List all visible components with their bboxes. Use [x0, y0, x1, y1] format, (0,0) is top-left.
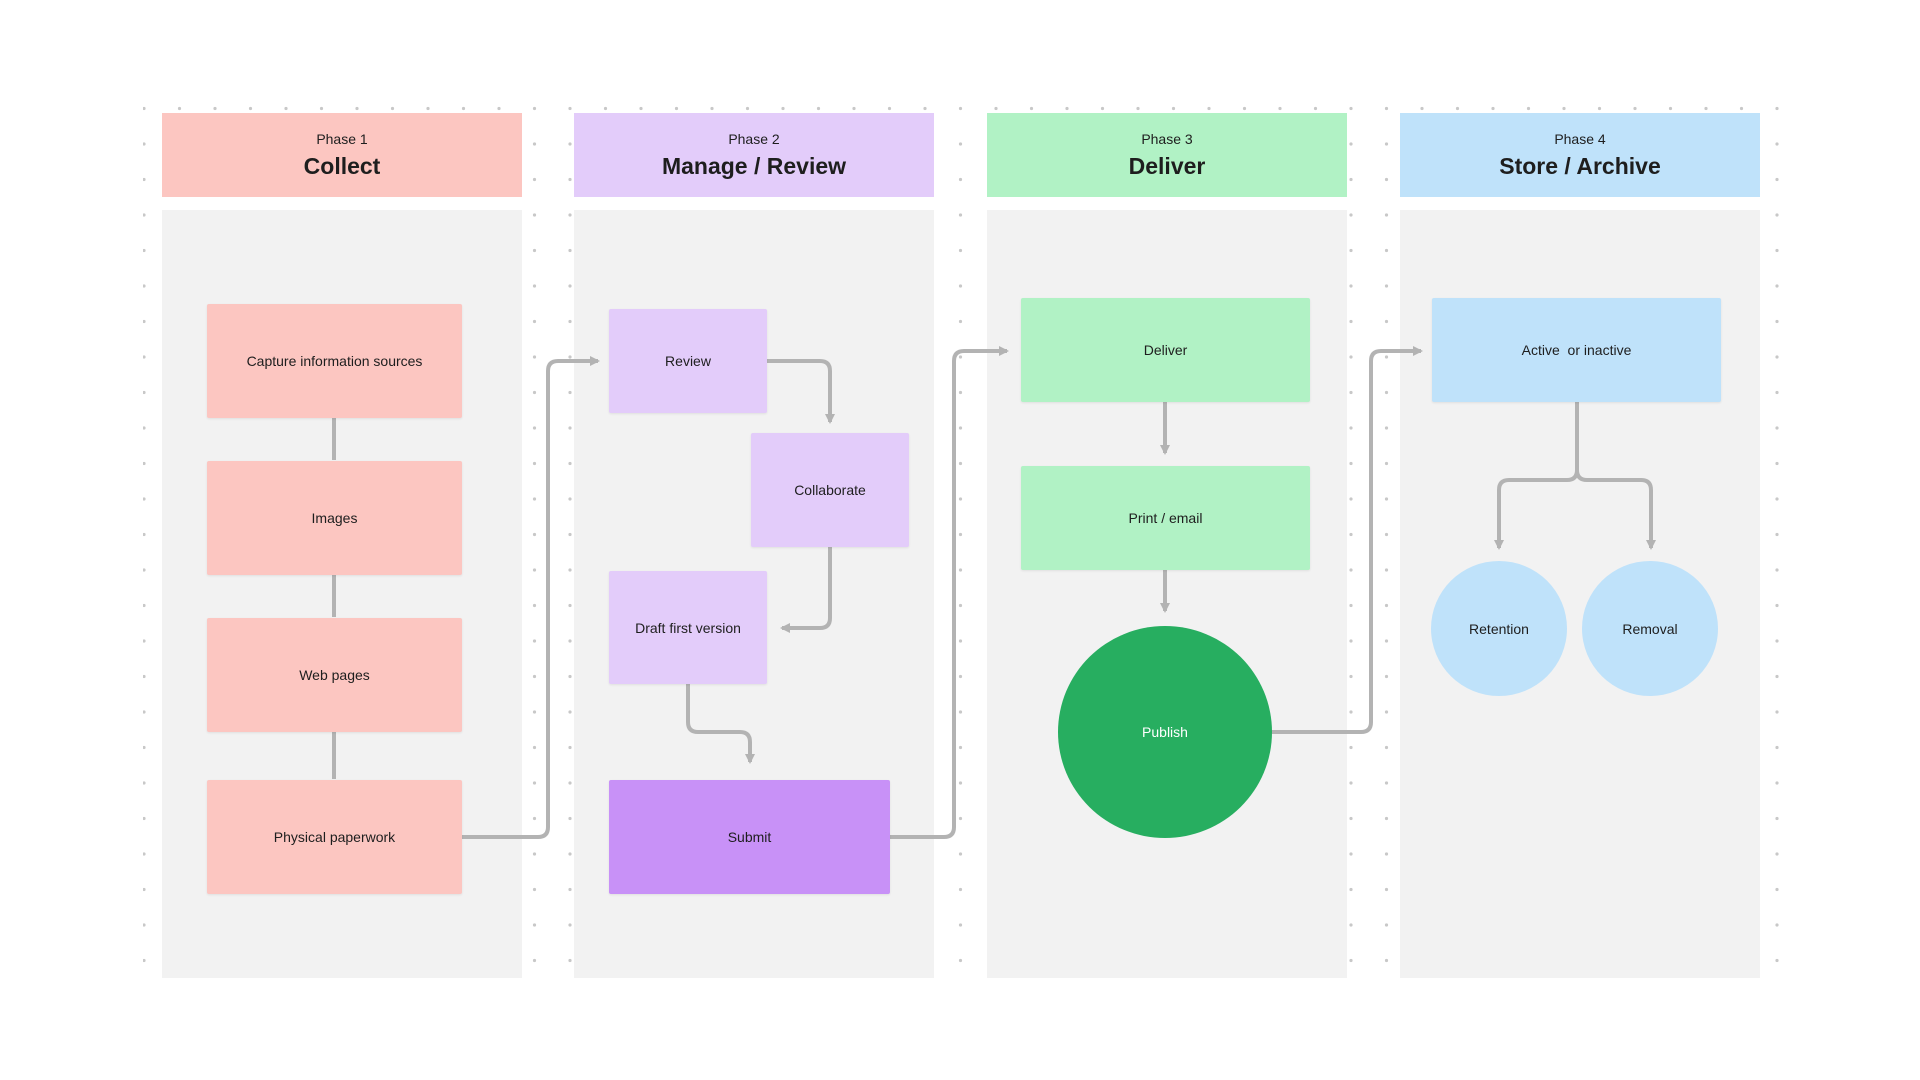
phase-4-header: Phase 4 Store / Archive: [1400, 113, 1760, 197]
phase-title: Collect: [303, 153, 381, 179]
phase-title: Store / Archive: [1499, 153, 1661, 179]
node-review[interactable]: Review: [609, 309, 767, 413]
node-active-or-inactive[interactable]: Active or inactive: [1432, 298, 1721, 402]
phase-number: Phase 1: [316, 131, 368, 147]
node-collaborate[interactable]: Collaborate: [751, 433, 909, 547]
node-removal[interactable]: Removal: [1582, 561, 1718, 696]
node-web-pages[interactable]: Web pages: [207, 618, 462, 732]
node-submit[interactable]: Submit: [609, 780, 890, 894]
node-physical-paperwork[interactable]: Physical paperwork: [207, 780, 462, 894]
node-images[interactable]: Images: [207, 461, 462, 575]
node-retention[interactable]: Retention: [1431, 561, 1567, 696]
node-publish[interactable]: Publish: [1058, 626, 1272, 838]
phase-number: Phase 2: [728, 131, 780, 147]
phase-2-header: Phase 2 Manage / Review: [574, 113, 934, 197]
phase-1-header: Phase 1 Collect: [162, 113, 522, 197]
node-print-email[interactable]: Print / email: [1021, 466, 1310, 570]
node-draft-first-version[interactable]: Draft first version: [609, 571, 767, 684]
phase-title: Manage / Review: [661, 153, 847, 179]
node-deliver[interactable]: Deliver: [1021, 298, 1310, 402]
phase-3-header: Phase 3 Deliver: [987, 113, 1347, 197]
node-capture-information-sources[interactable]: Capture information sources: [207, 304, 462, 418]
phase-number: Phase 3: [1141, 131, 1193, 147]
phase-number: Phase 4: [1554, 131, 1606, 147]
phase-title: Deliver: [1128, 153, 1206, 179]
